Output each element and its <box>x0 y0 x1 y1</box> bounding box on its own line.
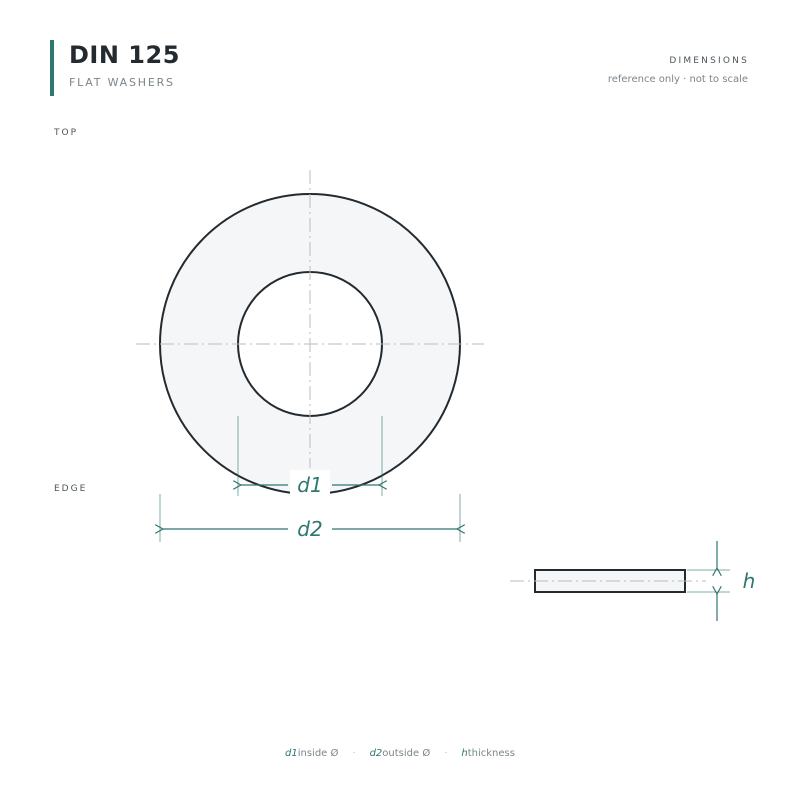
d1-label: d1 <box>297 473 322 497</box>
legend-separator: · <box>352 748 356 759</box>
legend-text-h: thickness <box>467 748 515 759</box>
legend-separator: · <box>444 748 448 759</box>
legend-item-d1: d1inside Ø <box>285 748 338 759</box>
d1-dimension: d1 <box>238 416 382 498</box>
d1-label-backdrop <box>290 470 330 498</box>
legend-symbol-d1: d1 <box>285 748 298 759</box>
top-view-label: TOP <box>54 128 79 138</box>
h-label: h <box>743 569 756 593</box>
top-view <box>136 170 484 495</box>
legend-item-d2: d2outside Ø <box>370 748 431 759</box>
legend-text-d1: inside Ø <box>297 748 339 759</box>
legend-text-d2: outside Ø <box>382 748 431 759</box>
dimensions-heading: DIMENSIONS <box>669 56 749 66</box>
legend-item-h: hthickness <box>461 748 515 759</box>
d2-dimension: d2 <box>160 494 460 542</box>
edge-view: h <box>510 541 755 621</box>
page-subtitle: FLAT WASHERS <box>69 76 175 89</box>
dimensions-note: reference only · not to scale <box>607 74 748 85</box>
legend-symbol-d2: d2 <box>369 748 383 759</box>
edge-view-label: EDGE <box>54 484 88 494</box>
title-accent-bar <box>50 40 54 96</box>
legend-symbol-h: h <box>461 748 468 759</box>
legend: d1inside Ø · d2outside Ø · hthickness <box>0 748 800 759</box>
page-title: DIN 125 <box>69 41 180 69</box>
d2-label: d2 <box>297 517 322 541</box>
washer-face <box>160 194 460 494</box>
